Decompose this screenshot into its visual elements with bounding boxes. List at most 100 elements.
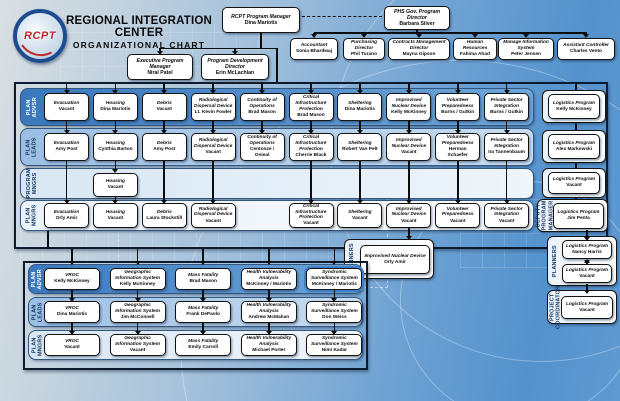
connector-line — [114, 83, 117, 91]
box-title: RCPT Program Manager — [231, 13, 291, 20]
box-name: Vacant — [156, 107, 173, 113]
connector-line — [261, 121, 263, 131]
connector-line — [71, 323, 73, 332]
box-name: Vacant — [401, 150, 417, 156]
box-title: Continuity of Operations — [247, 135, 277, 146]
box-name: Brad Mason — [297, 112, 325, 118]
rcpt-logo: RCPT — [13, 9, 67, 63]
box-title: Logistics Program — [565, 243, 609, 249]
box-name: Phil Turano — [350, 52, 378, 58]
box-name: Vacant — [205, 150, 221, 156]
box-title: Accountant — [300, 43, 328, 49]
connector-line — [586, 230, 588, 238]
box-title: Continuity of Operations — [247, 98, 277, 109]
arrow-head — [472, 34, 478, 38]
box-title: Volunteer Preparedness — [441, 206, 474, 218]
connector-line — [163, 121, 166, 131]
box-title: Private Sector Integration — [490, 98, 523, 109]
box-name: Barbara Silver — [399, 21, 435, 28]
arrow-head — [308, 130, 314, 134]
box-name: Dina Mariotis — [344, 107, 375, 113]
box-title: Mass Fatality — [188, 273, 219, 279]
box-name: Cynthia Barton — [98, 147, 133, 153]
row-label-text: PLAN LEADS — [31, 302, 44, 322]
arrow-head — [134, 260, 141, 265]
box-name: Vacant — [449, 218, 466, 224]
arrow-head — [405, 200, 412, 204]
box-title: PHS Gov. Program Director — [393, 8, 441, 21]
box-name: Vacant — [579, 273, 595, 279]
box-name: Dina Mariotis — [244, 20, 278, 27]
box-name: Sonia Bhardwaj — [296, 49, 332, 55]
box-title: Debris — [156, 209, 172, 215]
arrow-head — [584, 260, 590, 264]
box-title: Sheltering — [348, 141, 372, 147]
arrow-head — [200, 331, 207, 335]
box-title: VROC — [65, 339, 79, 345]
connector-line — [71, 290, 73, 299]
connector-line — [136, 290, 139, 299]
connector-line — [114, 121, 117, 131]
arrow-head — [311, 34, 317, 38]
connector-line — [333, 249, 336, 262]
arrow-head — [210, 130, 217, 134]
connector-line — [260, 33, 262, 49]
arrow-head — [454, 200, 461, 204]
arrow-head — [503, 89, 510, 94]
connector-line — [575, 83, 577, 92]
box-name: Vacant — [205, 218, 221, 224]
arrow-head — [134, 298, 141, 302]
connector-line — [159, 48, 161, 52]
arrow-head — [157, 50, 163, 55]
connector-line — [456, 121, 459, 131]
connector-line — [505, 121, 508, 131]
arrow-head — [232, 50, 238, 55]
box-name: Lt. Kevin Fowler — [194, 110, 232, 116]
arrow-head — [259, 89, 266, 94]
box-title: Program Development Director — [207, 57, 263, 70]
page-title: REGIONAL INTEGRATION CENTER ORGANIZATION… — [55, 15, 223, 50]
connector-line — [65, 161, 68, 201]
connector-line — [407, 228, 410, 237]
arrow-head — [259, 130, 266, 134]
box-title: Purchasing Director — [350, 40, 378, 51]
box-name: Jim Penta — [567, 216, 590, 222]
arrow-head — [454, 89, 461, 94]
arrow-head — [503, 130, 510, 134]
arrow-head — [134, 331, 141, 335]
arrow-head — [523, 34, 529, 38]
box-name: Cherrie Black — [295, 152, 327, 158]
arrow-head — [361, 34, 367, 38]
arrow-head — [200, 260, 207, 265]
box-title: Housing — [105, 101, 125, 107]
arrow-head — [63, 130, 70, 134]
row-label-text: PROGRAM MNGRS — [25, 168, 38, 199]
box-name: Michael Porter — [252, 348, 286, 354]
arrow-head — [210, 200, 217, 204]
box-name: Mayna Gipson — [402, 52, 436, 58]
connector-line — [359, 121, 361, 131]
connector-line — [407, 83, 410, 91]
box-name: Vacant — [303, 221, 319, 227]
box-name: Amy Post — [55, 147, 78, 153]
arrow-head — [112, 200, 119, 204]
connector-line — [47, 231, 49, 249]
planners-label-right: PLANNERS — [549, 236, 561, 286]
